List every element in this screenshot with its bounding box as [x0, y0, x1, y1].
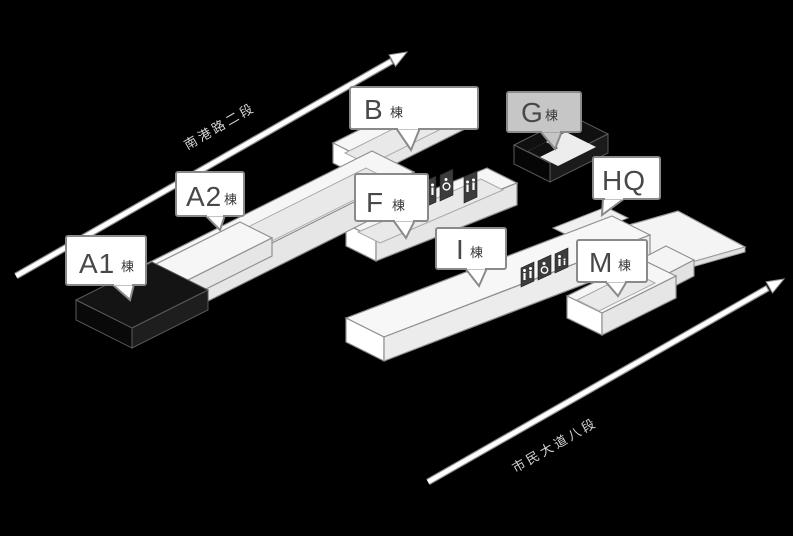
icon-dot	[444, 178, 448, 181]
bubble-a1-suffix: 棟	[121, 259, 134, 274]
road-south-arrow-icon	[765, 278, 786, 294]
building-m-front-wall	[601, 275, 677, 336]
bubble-f-letter: F	[366, 187, 384, 218]
bubble-m-letter: M	[589, 247, 613, 278]
icon-dot	[542, 262, 546, 265]
building-g-courtyard	[528, 132, 596, 166]
sign-panel	[537, 254, 552, 281]
label-bubble-b[interactable]: B 棟	[349, 86, 479, 153]
bubble-box	[354, 173, 429, 222]
road-south-surface	[426, 286, 769, 484]
bubble-g-letter: G	[521, 97, 544, 128]
bubble-box	[65, 235, 147, 286]
bubble-box	[506, 91, 582, 133]
sign-panel	[554, 247, 569, 274]
building-g[interactable]	[512, 115, 610, 183]
bubble-i-suffix: 棟	[470, 245, 483, 260]
baby-care-icon	[558, 255, 566, 266]
restroom-icon	[523, 267, 532, 280]
building-a1-front-wall	[131, 289, 209, 349]
restroom-icon	[466, 178, 475, 192]
bubble-a1-letter: A1	[79, 248, 115, 279]
sign-panel	[439, 168, 454, 202]
bubble-f-suffix: 棟	[392, 198, 405, 213]
label-bubble-i[interactable]: I 棟	[435, 227, 507, 288]
icon-wheel	[540, 266, 549, 274]
icon-dot	[523, 269, 526, 272]
icon-wheel	[442, 182, 451, 191]
label-bubble-a1[interactable]: A1 棟	[65, 235, 147, 302]
accessible-icon	[540, 262, 549, 274]
bubble-hq-letter: HQ	[602, 165, 646, 196]
accessible-icon	[442, 178, 451, 191]
bubble-i-letter: I	[456, 234, 465, 265]
label-bubble-m[interactable]: M 棟	[576, 239, 648, 298]
bubble-box	[592, 156, 661, 200]
icon-dot	[472, 178, 475, 182]
sign-group-i	[520, 247, 569, 288]
bubble-g-suffix: 棟	[545, 108, 558, 123]
building-g-inner-block	[528, 142, 558, 157]
bubble-a2-letter: A2	[186, 181, 222, 212]
bubble-m-suffix: 棟	[618, 258, 631, 273]
icon-dot	[529, 267, 532, 270]
bubble-b-suffix: 棟	[390, 105, 403, 120]
icon-dot-small	[563, 258, 566, 261]
bubble-b-letter: B	[364, 94, 384, 125]
icon-dot	[558, 255, 561, 258]
label-bubble-g[interactable]: G 棟	[506, 91, 582, 151]
label-bubble-hq[interactable]: HQ	[592, 156, 661, 218]
sign-panel	[463, 170, 478, 204]
icon-dot	[466, 180, 469, 184]
icon-dot	[431, 183, 434, 187]
road-north-arrow-icon	[388, 51, 409, 68]
label-bubble-f[interactable]: F 棟	[354, 173, 429, 240]
label-bubble-a2[interactable]: A2 棟	[175, 171, 245, 232]
bubble-a2-suffix: 棟	[224, 192, 237, 207]
